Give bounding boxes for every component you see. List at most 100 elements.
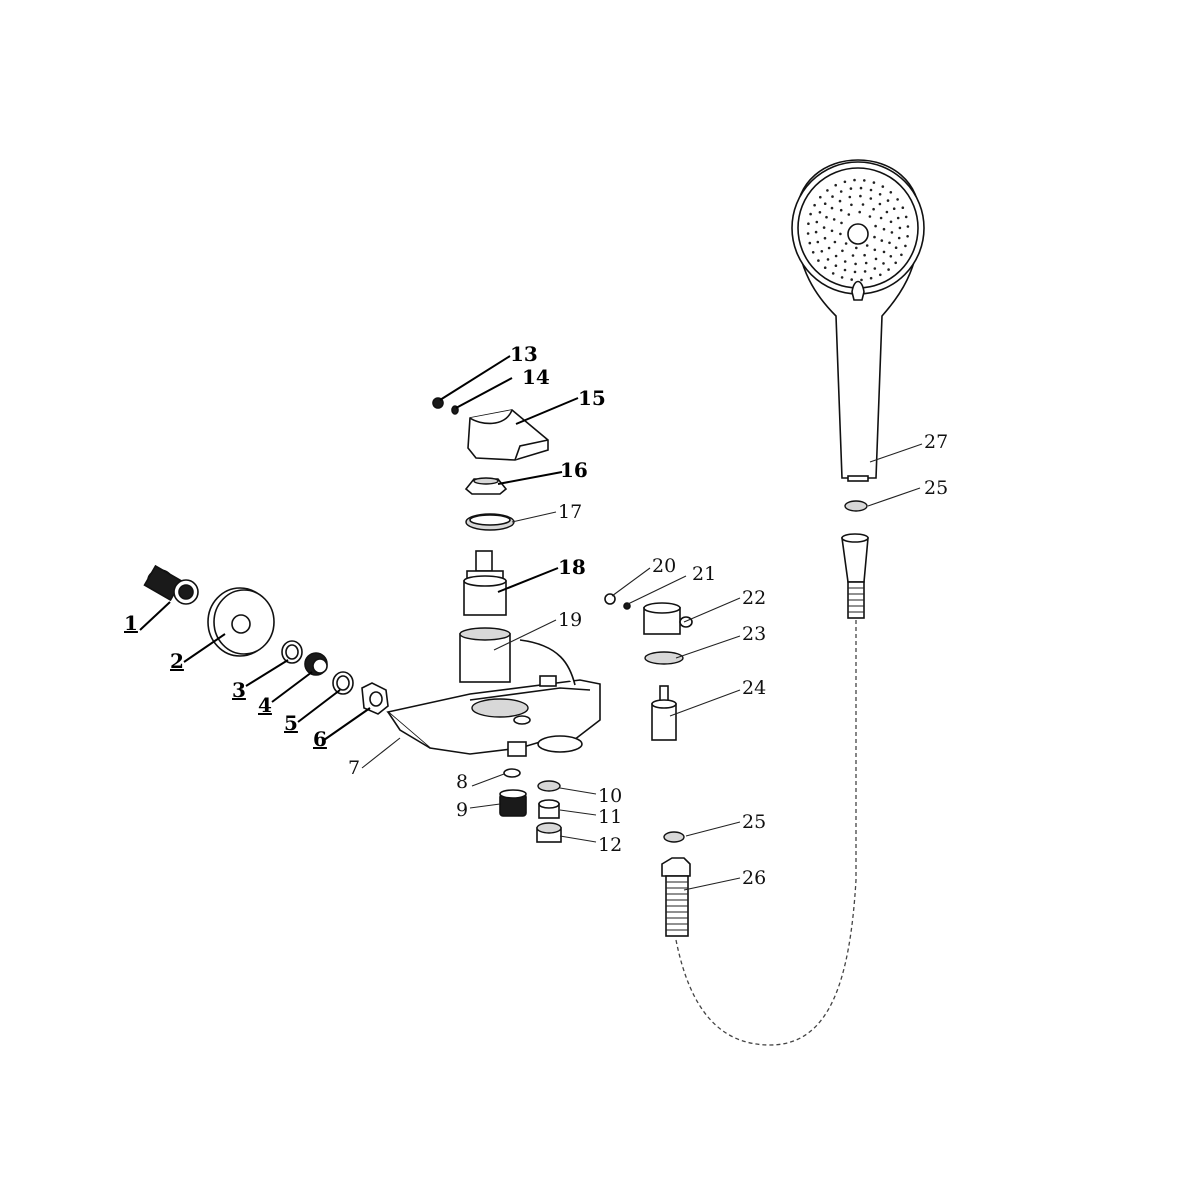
callout-11: 11 (598, 806, 622, 828)
nozzle-dot (848, 195, 852, 199)
nozzle-dot (904, 244, 907, 248)
nozzle-dot (820, 250, 824, 253)
nozzle-dot (865, 244, 869, 247)
nozzle-dot (880, 239, 884, 242)
part-7-body (386, 639, 601, 757)
callout-3: 3 (232, 678, 246, 702)
nozzle-dot (896, 198, 899, 201)
part-24-spindle (651, 685, 677, 741)
callout-25-bottom: 25 (742, 811, 766, 833)
callout-10: 10 (598, 785, 622, 807)
callout-12: 12 (598, 834, 622, 856)
nozzle-dot (896, 216, 900, 220)
part-10-washer (537, 780, 561, 792)
nozzle-dot (841, 249, 844, 253)
callout-27: 27 (924, 431, 948, 453)
nozzle-dot (863, 179, 866, 182)
nozzle-dot (819, 195, 822, 199)
nozzle-dot (826, 189, 829, 192)
nozzle-dot (813, 203, 816, 207)
part-25-washer-top (844, 500, 868, 512)
nozzle-dot (847, 213, 851, 216)
part-1-fitting (143, 564, 199, 605)
nozzle-dot (873, 235, 876, 239)
nozzle-dot (834, 183, 837, 187)
nozzle-dot (843, 260, 847, 263)
callout-25-top: 25 (924, 477, 948, 499)
nozzle-pattern (806, 178, 910, 282)
part-27-hand-shower (791, 159, 925, 482)
nozzle-dot (869, 197, 873, 200)
nozzle-dot (834, 264, 838, 268)
nozzle-dot (840, 276, 844, 279)
nozzle-dot (882, 250, 886, 254)
nozzle-dot (811, 251, 815, 254)
nozzle-dot (840, 221, 843, 225)
nozzle-dot (886, 199, 890, 202)
part-17-ring (465, 513, 515, 531)
part-22-diverter-knob (643, 602, 693, 635)
callout-24: 24 (742, 677, 766, 699)
nozzle-dot (885, 210, 889, 214)
nozzle-dot (844, 242, 848, 245)
part-15-handle (467, 409, 549, 461)
nozzle-dot (889, 191, 893, 194)
nozzle-dot (825, 215, 828, 219)
part-11-insert (538, 799, 560, 819)
nozzle-dot (858, 210, 861, 214)
nozzle-dot (830, 206, 834, 210)
nozzle-dot (873, 267, 877, 270)
nozzle-dot (839, 208, 843, 212)
nozzle-dot (879, 216, 883, 220)
nozzle-dot (855, 246, 858, 250)
nozzle-dot (878, 193, 882, 196)
nozzle-dot (874, 257, 878, 261)
callout-13: 13 (510, 342, 538, 366)
part-8-washer (503, 768, 521, 778)
part-19-sleeve (459, 627, 511, 683)
nozzle-dot (830, 229, 834, 233)
shower-hose (675, 620, 857, 1046)
nozzle-dot (873, 248, 877, 252)
nozzle-dot (851, 254, 855, 257)
nozzle-dot (887, 268, 890, 271)
callout-2: 2 (170, 649, 184, 673)
nozzle-dot (849, 187, 853, 190)
nozzle-dot (808, 241, 812, 245)
nozzle-dot (906, 235, 909, 238)
callout-20: 20 (652, 555, 676, 577)
callout-9: 9 (456, 799, 468, 821)
callout-16: 16 (560, 458, 588, 482)
nozzle-dot (900, 253, 903, 257)
nozzle-dot (882, 262, 885, 265)
nozzle-dot (869, 276, 873, 280)
callout-1: 1 (124, 611, 138, 635)
nozzle-dot (826, 258, 830, 261)
nozzle-dot (879, 273, 882, 277)
nozzle-dot (859, 186, 863, 190)
callout-4: 4 (258, 693, 272, 717)
nozzle-dot (872, 207, 875, 211)
callout-23: 23 (742, 623, 766, 645)
callout-21: 21 (692, 563, 716, 585)
nozzle-dot (869, 188, 873, 192)
nozzle-dot (854, 262, 857, 266)
nozzle-dot (890, 231, 894, 234)
nozzle-dot (889, 254, 893, 258)
nozzle-dot (831, 195, 834, 198)
part-2-escutcheon (207, 587, 275, 657)
nozzle-dot (831, 272, 835, 275)
nozzle-dot (809, 212, 812, 216)
callout-8: 8 (456, 771, 468, 793)
nozzle-dot (843, 180, 847, 184)
nozzle-dot (897, 236, 901, 240)
callout-15: 15 (578, 386, 606, 410)
nozzle-dot (889, 220, 893, 224)
callout-7: 7 (348, 757, 360, 779)
nozzle-dot (872, 181, 876, 184)
nozzle-dot (843, 268, 847, 272)
callout-labels: 1 2 3 4 5 6 7 8 9 10 11 12 13 14 15 16 1… (124, 342, 948, 889)
nozzle-dot (892, 207, 896, 210)
callout-14: 14 (522, 365, 550, 389)
